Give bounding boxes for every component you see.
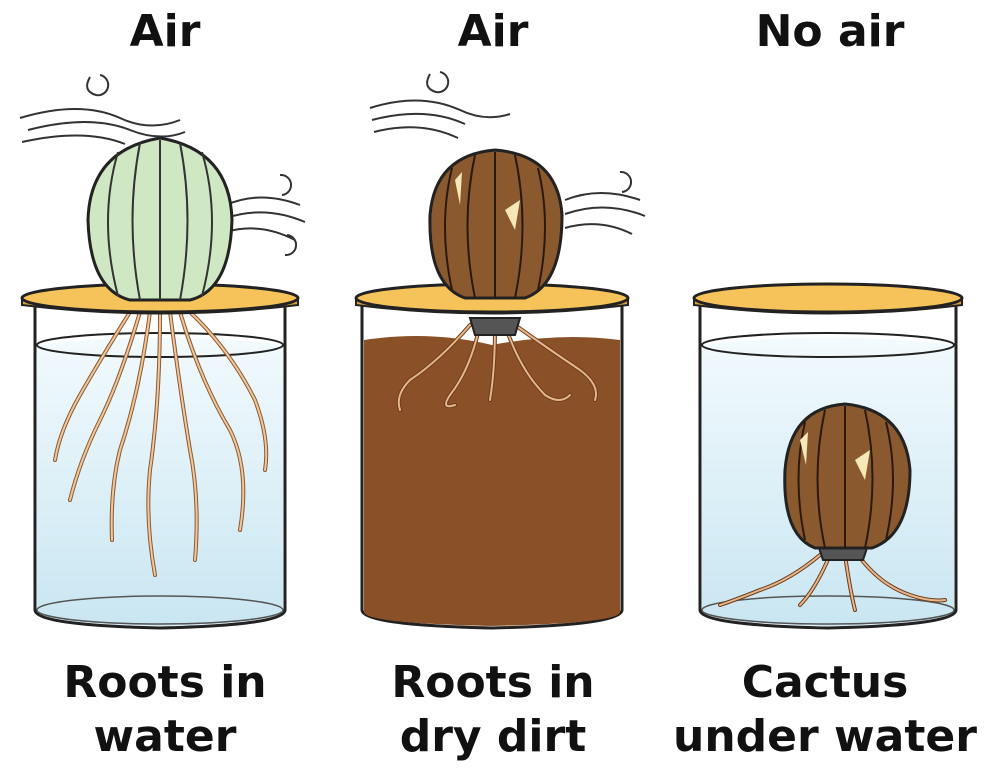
caption-roots-in-water: Roots in water	[0, 656, 330, 764]
rotten-cactus	[785, 404, 910, 548]
caption-line: under water	[660, 710, 990, 764]
caption-line: Roots in	[0, 656, 330, 710]
jar-lid	[694, 284, 962, 314]
jar	[362, 300, 622, 628]
caption-roots-in-dry-dirt: Roots in dry dirt	[328, 656, 658, 764]
air-label: Air	[15, 6, 315, 58]
no-air-label: No air	[680, 6, 980, 58]
panel-roots-in-dry-dirt	[356, 72, 645, 628]
panel-roots-in-water	[20, 75, 305, 628]
rotten-cactus	[430, 150, 562, 298]
caption-line: water	[0, 710, 330, 764]
caption-line: Roots in	[328, 656, 658, 710]
caption-line: Cactus	[660, 656, 990, 710]
caption-cactus-under-water: Cactus under water	[660, 656, 990, 764]
healthy-cactus	[88, 138, 232, 300]
panel-cactus-under-water	[694, 284, 962, 628]
air-label: Air	[343, 6, 643, 58]
caption-line: dry dirt	[328, 710, 658, 764]
